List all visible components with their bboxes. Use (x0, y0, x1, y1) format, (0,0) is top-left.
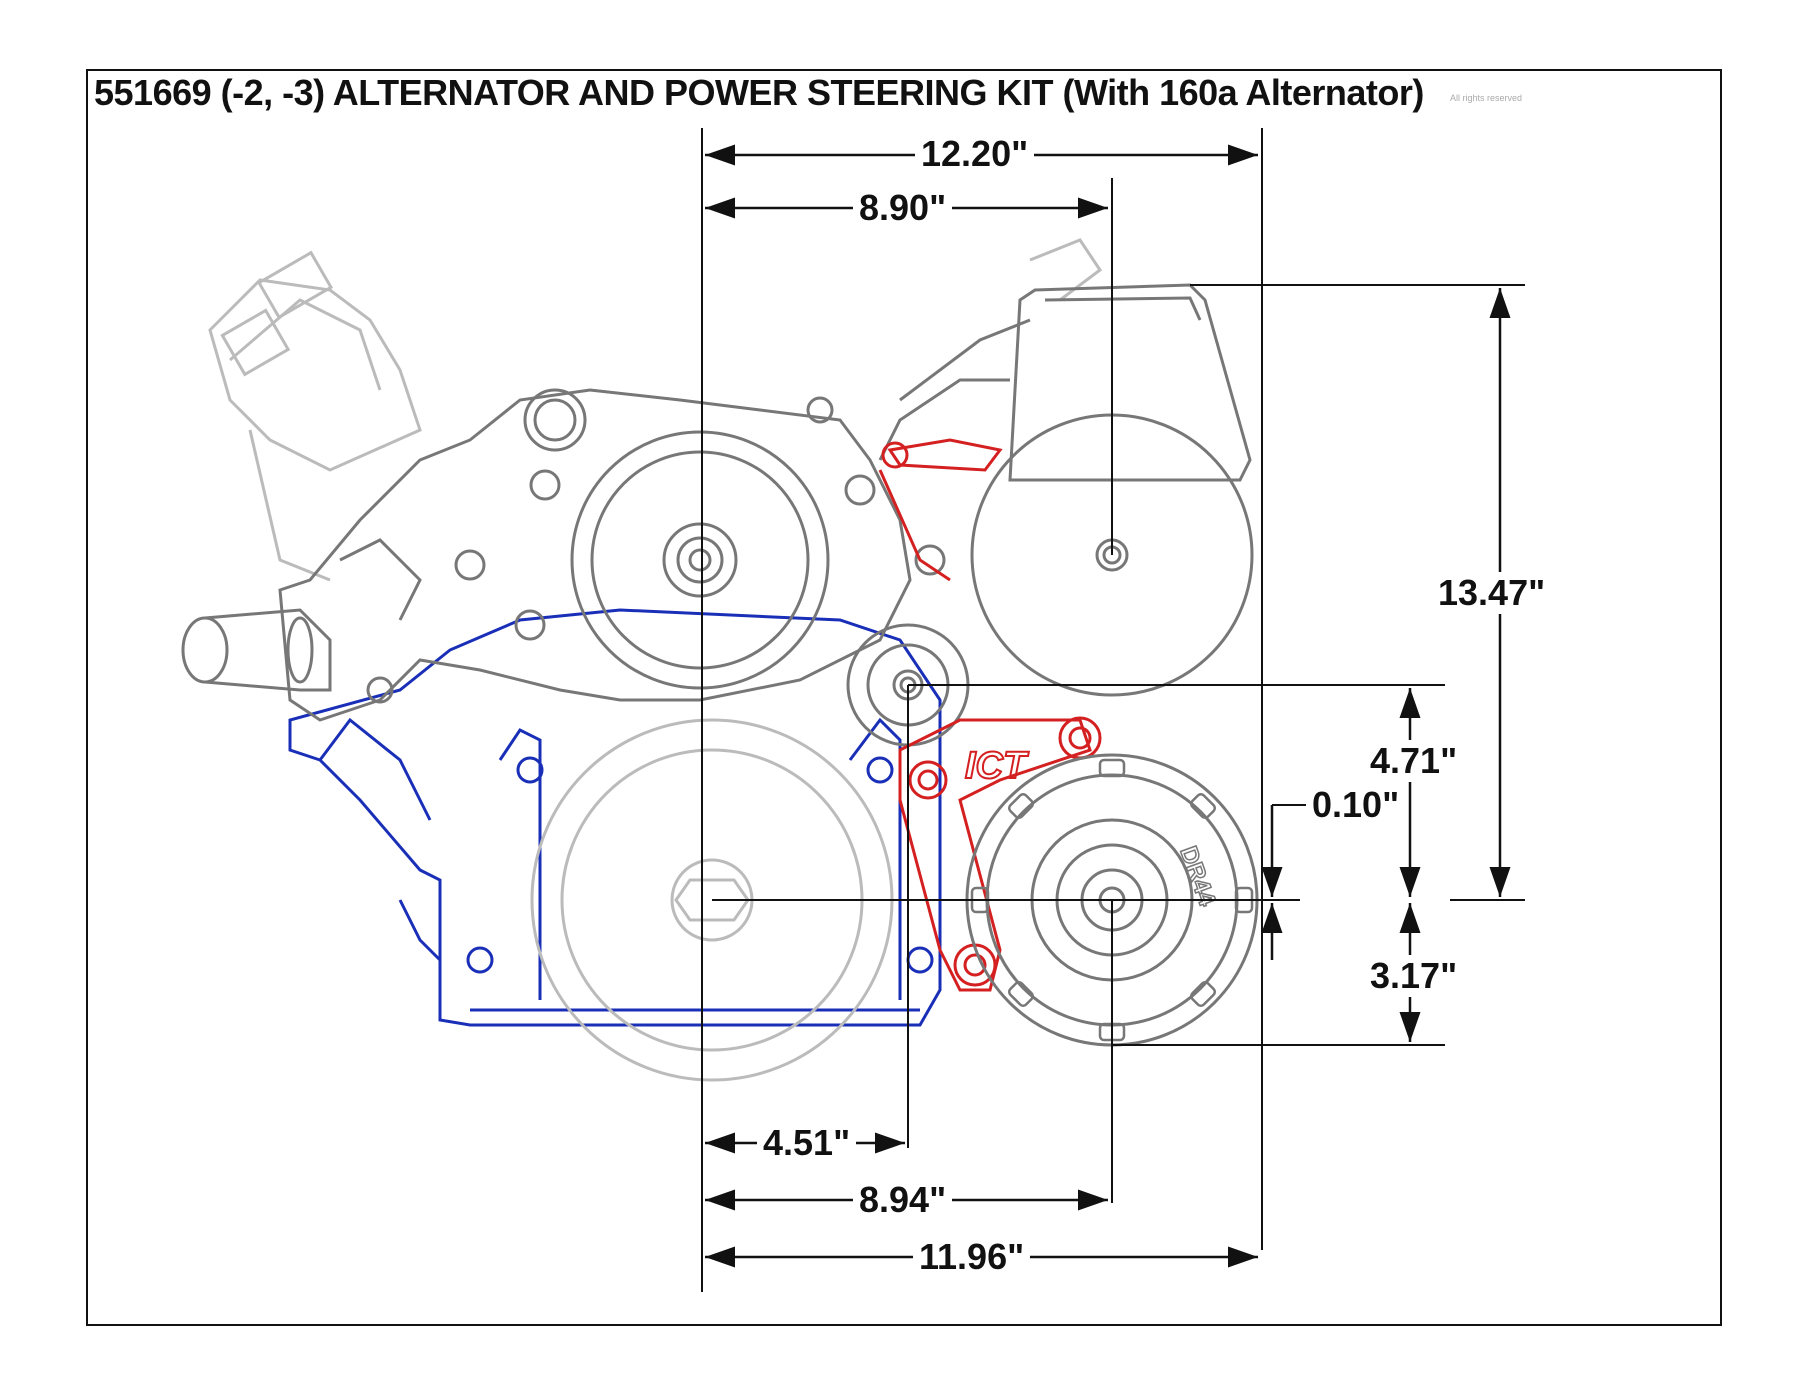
dimension-arrows (705, 144, 1511, 1268)
drawing-frame (86, 69, 1722, 1326)
water-pump-housing (278, 388, 946, 722)
ict-logo: ICT (965, 745, 1029, 787)
drawing-title: 551669 (-2, -3) ALTERNATOR AND POWER STE… (94, 72, 1424, 113)
water-pump-pulley (570, 430, 830, 690)
centerlines (701, 128, 1525, 1292)
dim-right-below: 3.17" (1364, 955, 1464, 997)
water-outlet (181, 608, 332, 692)
dim-bottom-overall: 11.96" (913, 1236, 1031, 1278)
dim-right-offset: 0.10" (1306, 784, 1406, 826)
intake-manifold (208, 238, 1103, 582)
dim-right-idler: 4.71" (1364, 740, 1464, 782)
dim-top-ps-pulley: 8.90" (853, 187, 953, 229)
watermark: All rights reserved (1450, 93, 1523, 103)
alternator-bracket (878, 438, 1102, 992)
engine-block (288, 608, 942, 1027)
dim-bottom-alt-center: 8.94" (853, 1179, 953, 1221)
dim-right-height: 13.47" (1432, 572, 1552, 614)
dim-bottom-idler: 4.51" (757, 1122, 857, 1164)
dim-top-overall: 12.20" (915, 133, 1035, 175)
